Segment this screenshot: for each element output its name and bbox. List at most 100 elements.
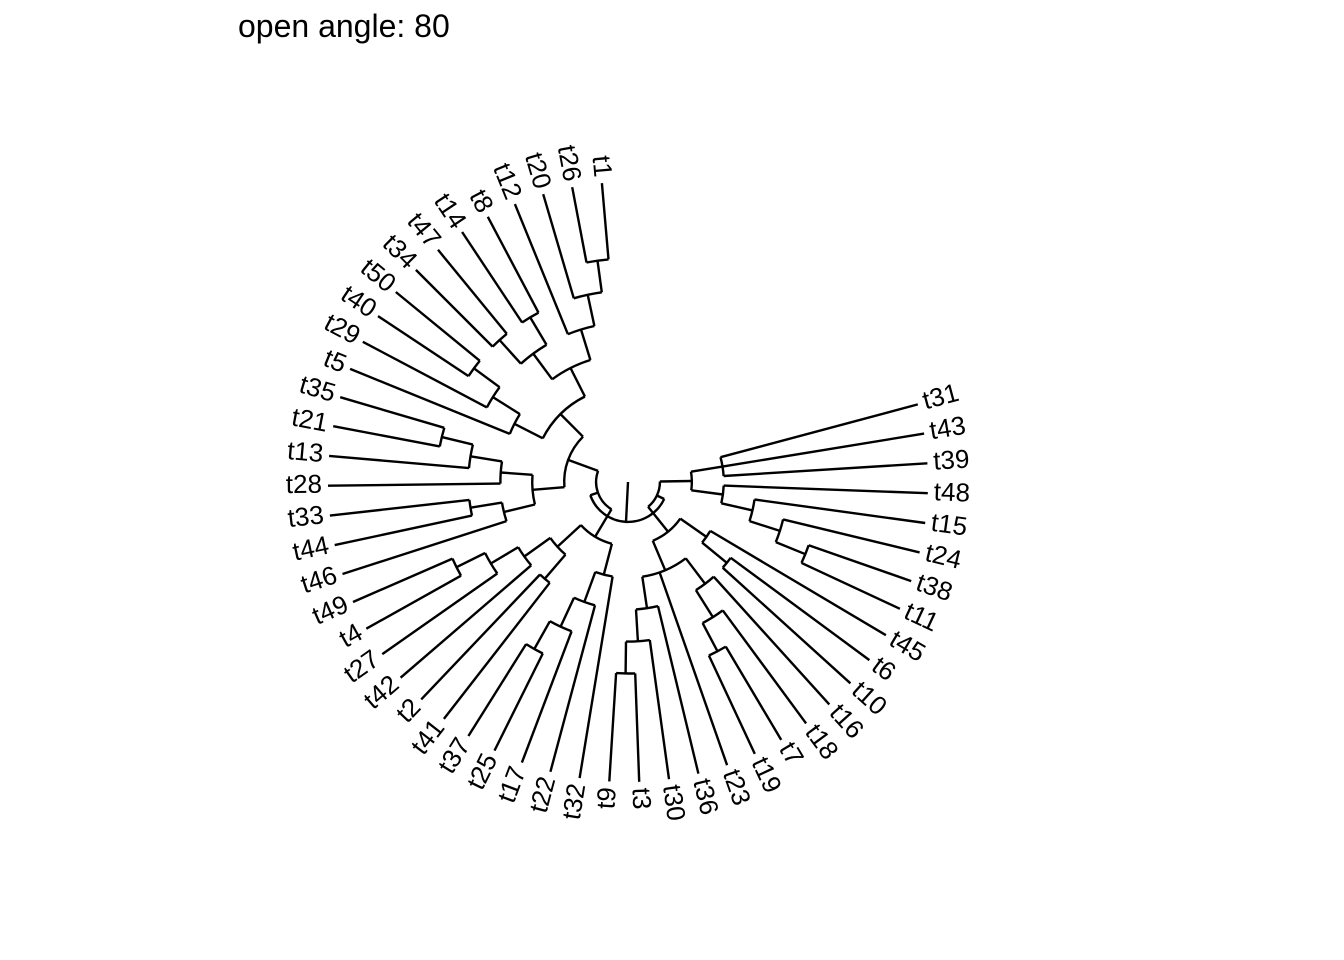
branch-arc [625,638,650,643]
branch-arc [580,524,613,545]
branch-edge [690,465,723,473]
branch-arc [589,494,666,524]
branch-edge [437,249,508,335]
branch-edge [721,502,753,512]
branch-edge [600,182,610,260]
branch-edge [775,540,806,556]
branch-edge [694,589,714,618]
branch-edge [377,315,470,378]
branch-edge [647,506,670,533]
branch-edge [596,260,603,293]
tip-label-t3: t3 [627,787,658,810]
branch-arc [549,537,567,556]
branch-edge [490,546,519,565]
branch-edge [707,654,756,755]
tip-label-t48: t48 [933,476,970,507]
branch-edge [415,269,494,348]
branch-edge [586,294,596,327]
branch-arc [517,546,533,567]
branch-arc [485,386,501,408]
branch-edge [441,435,474,446]
branch-edge [523,536,551,558]
branch-arc [551,358,591,381]
tip-label-t13: t13 [286,435,325,468]
branch-edge [721,566,852,685]
branch-edge [549,604,597,773]
branch-edge [648,639,671,780]
branch-edge [594,508,613,538]
branch-edge [659,479,692,483]
branch-edge [722,432,925,468]
branch-edge [329,498,470,517]
branch-edge [328,454,470,470]
tree-edges [327,182,928,782]
branch-edge [365,574,462,630]
branch-edge [723,484,928,495]
branch-edge [503,503,536,514]
branch-edge [749,519,781,533]
branch-arc [647,481,662,508]
branch-edge [513,422,544,440]
branch-edge [729,556,871,662]
branch-arc [573,291,602,300]
branch-arc [549,620,573,633]
branch-edge [559,597,576,628]
branch-edge [520,630,573,764]
branch-edge [679,517,708,538]
branch-edge [470,501,503,509]
plot-title: open angle: 80 [238,8,450,44]
branch-edge [529,316,548,346]
branch-arc [508,413,521,435]
branch-arc [451,558,463,577]
tip-label-t9: t9 [590,786,621,810]
branch-edge [470,455,503,463]
branch-edge [532,352,554,381]
branch-edge [808,544,912,583]
branch-edge [542,193,575,299]
branch-arc [695,575,715,592]
branch-edge [455,551,486,569]
branch-edge [709,529,887,637]
branch-edge [602,543,614,575]
branch-arc [652,517,682,542]
branch-edge [567,458,599,473]
branch-edge [608,673,618,782]
branch-edge [641,576,649,609]
tip-label-t39: t39 [932,444,970,476]
branch-edge [420,573,541,701]
branch-arc [800,544,810,564]
branch-edge [569,367,586,398]
branch-arc [541,395,586,439]
tip-label-t30: t30 [657,783,692,823]
branch-edge [589,491,599,497]
tip-label-t33: t33 [286,499,325,533]
tip-label-t43: t43 [927,410,968,445]
tip-label-t5: t5 [320,343,351,379]
branch-edge [334,514,473,547]
branch-edge [486,216,540,314]
branch-arc [594,470,613,511]
branch-edge [532,486,565,491]
branch-edge [556,524,582,548]
branch-edge [634,609,640,642]
branch-arc [702,609,724,625]
tip-label-t21: t21 [289,402,330,438]
branch-edge [467,643,528,737]
branch-arc [468,499,474,516]
tip-label-t44: t44 [290,530,332,567]
branch-edge [571,186,588,263]
branch-edge [533,620,551,650]
branch-arc [484,552,499,575]
branch-edge [339,396,445,429]
branch-edge [634,673,641,782]
branch-edge [800,561,901,610]
branch-arc [520,343,548,365]
branch-edge [498,339,522,365]
branch-edge [349,367,511,436]
tip-label-t32: t32 [556,781,591,822]
branch-edge [782,518,920,554]
branch-arc [689,471,694,491]
branch-edge [513,203,570,335]
branch-edge [493,652,544,752]
branch-edge [362,340,488,409]
